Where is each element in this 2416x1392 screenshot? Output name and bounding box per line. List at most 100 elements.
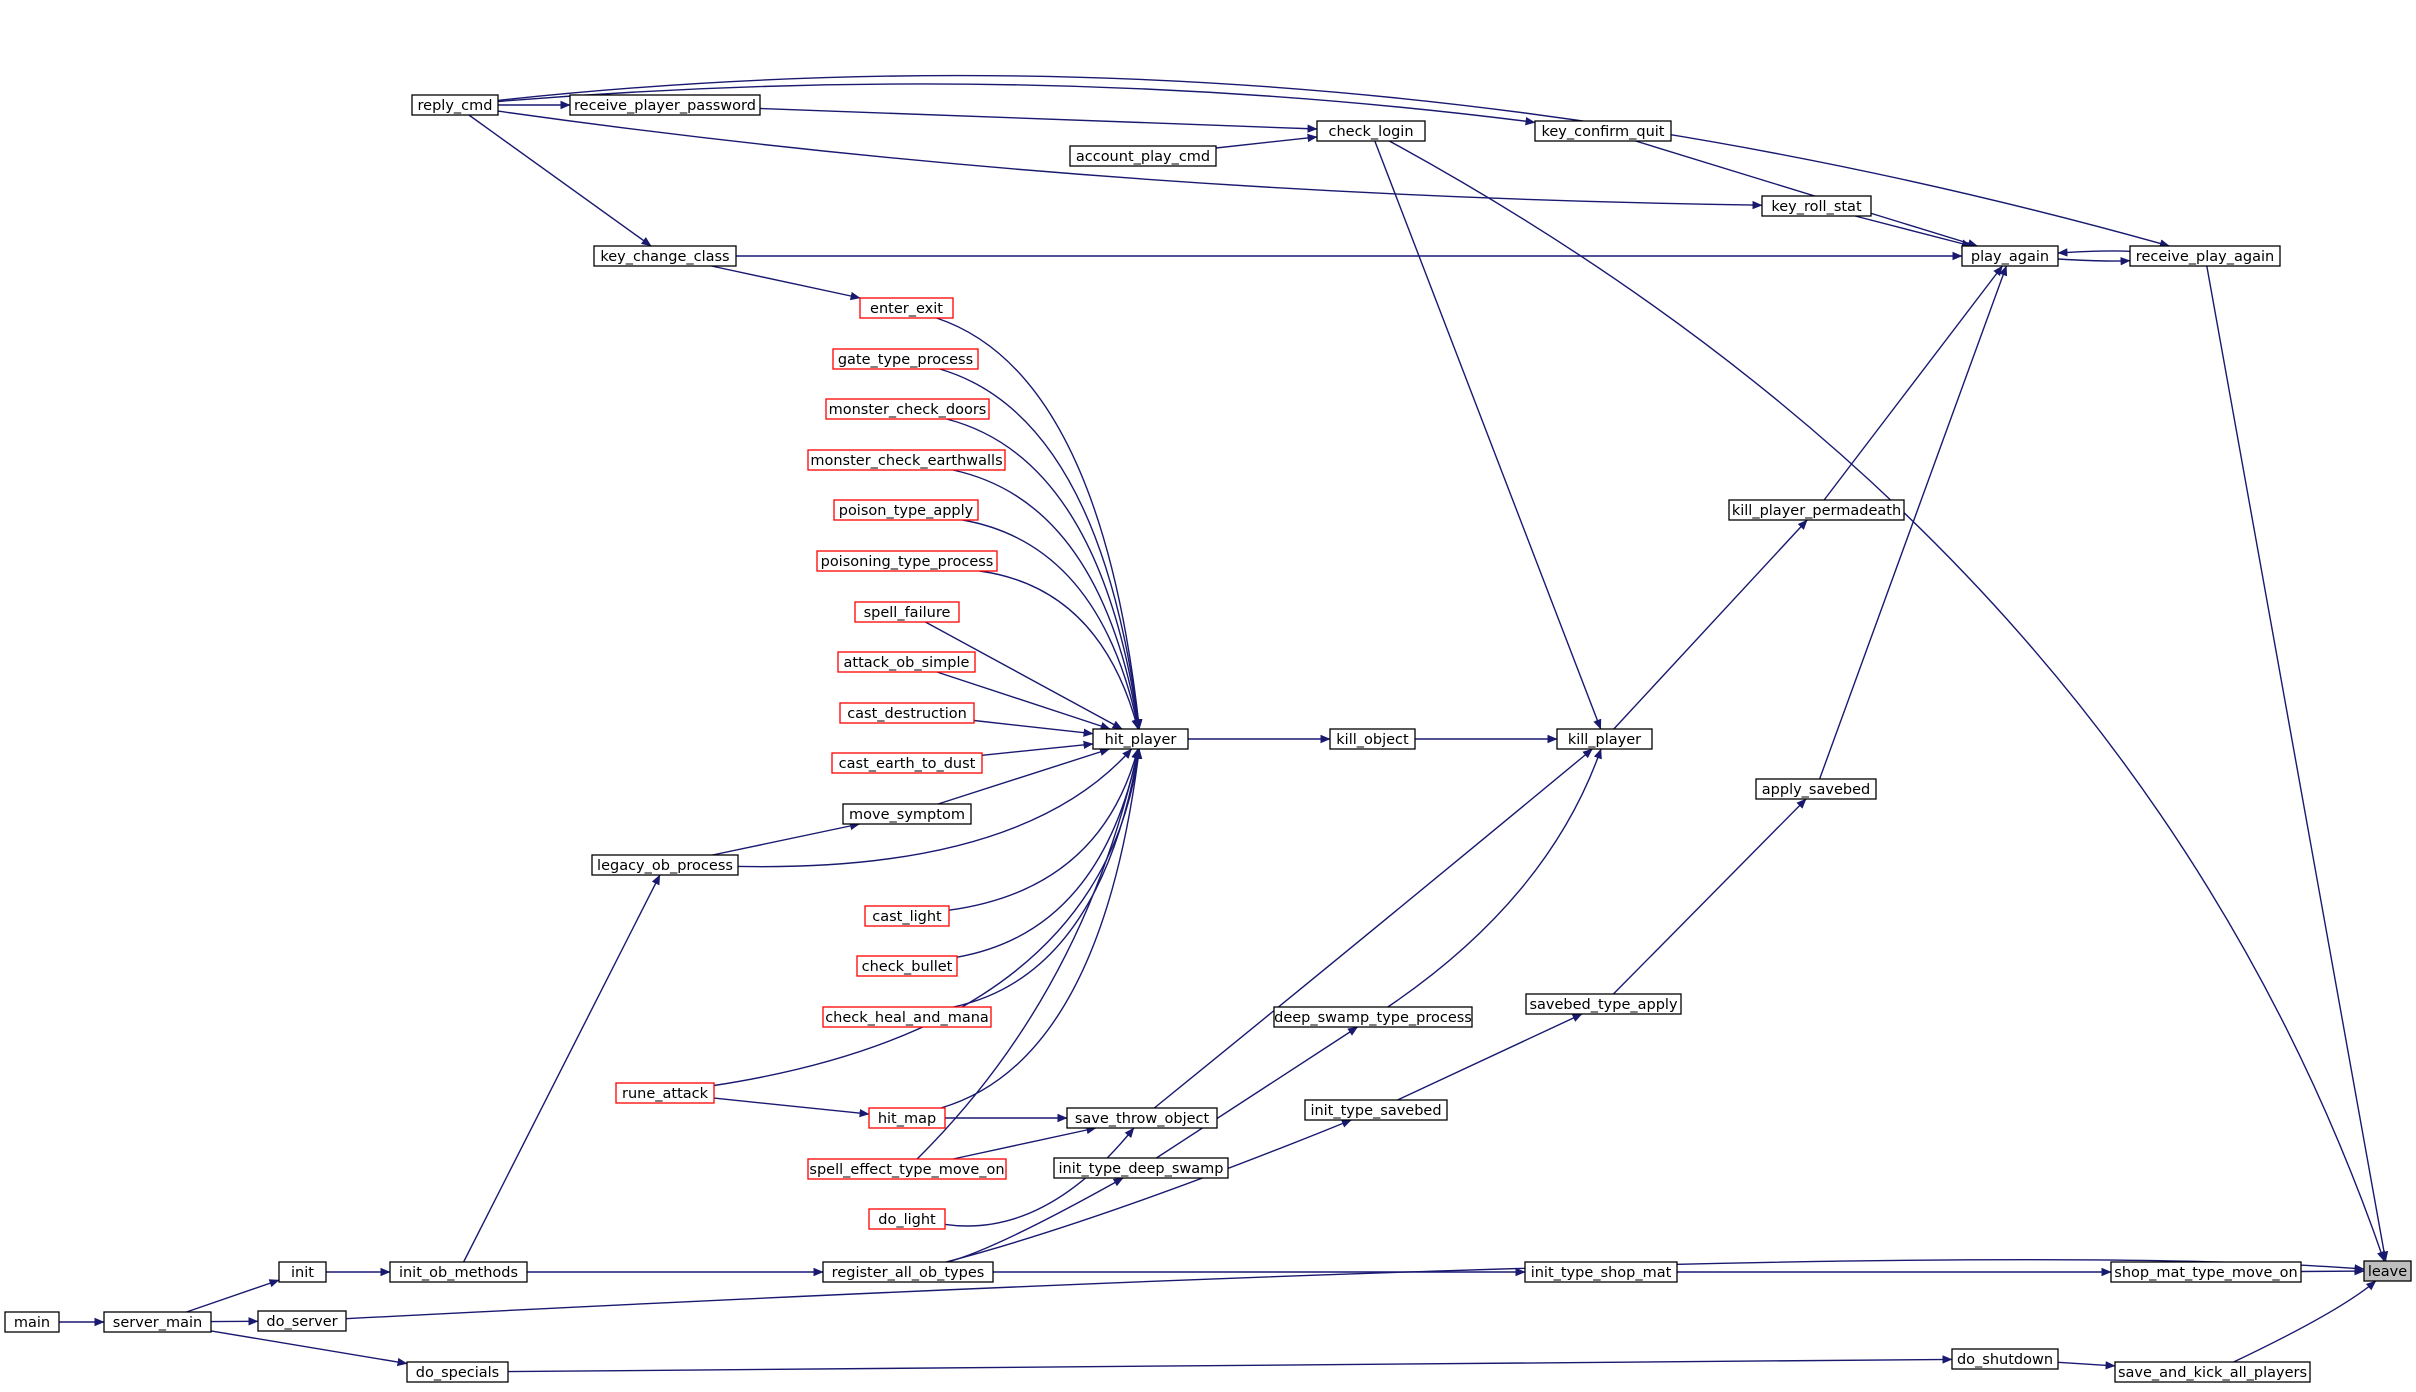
node-check_login[interactable]: check_login xyxy=(1316,120,1426,142)
node-label: kill_object xyxy=(1336,732,1409,748)
node-box xyxy=(1534,120,1672,142)
node-init[interactable]: init xyxy=(278,1261,327,1283)
node-label: attack_ob_simple xyxy=(844,655,970,671)
node-box xyxy=(278,1261,327,1283)
node-do_specials[interactable]: do_specials xyxy=(406,1361,509,1383)
node-key_confirm_quit[interactable]: key_confirm_quit xyxy=(1534,120,1672,142)
node-label: check_login xyxy=(1328,124,1413,140)
node-gate_type_process[interactable]: gate_type_process xyxy=(832,348,979,370)
node-receive_play_again[interactable]: receive_play_again xyxy=(2129,245,2281,267)
node-init_type_shop_mat[interactable]: init_type_shop_mat xyxy=(1524,1261,1678,1283)
edge-line xyxy=(962,519,1141,730)
edge-line xyxy=(759,107,1318,133)
node-deep_swamp_type_process[interactable]: deep_swamp_type_process xyxy=(1273,1006,1473,1028)
node-box xyxy=(1053,1157,1229,1179)
node-label: save_throw_object xyxy=(1075,1111,1210,1127)
node-box xyxy=(1525,993,1682,1015)
node-poisoning_type_process[interactable]: poisoning_type_process xyxy=(816,550,998,572)
node-apply_savebed[interactable]: apply_savebed xyxy=(1755,778,1877,800)
node-spell_effect_type_move_on[interactable]: spell_effect_type_move_on xyxy=(807,1158,1007,1180)
node-poison_type_apply[interactable]: poison_type_apply xyxy=(833,499,979,521)
edge-line xyxy=(979,570,1140,730)
edge-server_main-to-init xyxy=(186,1279,280,1313)
edge-line xyxy=(713,748,1143,1087)
node-box xyxy=(832,348,979,370)
node-check_bullet[interactable]: check_bullet xyxy=(856,955,958,977)
edge-do_light-to-save_throw_object xyxy=(944,1127,1135,1227)
node-register_all_ob_types[interactable]: register_all_ob_types xyxy=(822,1261,994,1283)
edge-line xyxy=(507,1355,1953,1373)
node-do_shutdown[interactable]: do_shutdown xyxy=(1951,1348,2059,1370)
node-rune_attack[interactable]: rune_attack xyxy=(615,1082,715,1104)
node-hit_player[interactable]: hit_player xyxy=(1092,728,1189,750)
node-spell_failure[interactable]: spell_failure xyxy=(854,601,960,623)
edge-cast_destruction-to-hit_player xyxy=(973,719,1094,737)
edge-key_roll_stat-to-play_again xyxy=(1855,215,1972,248)
node-label: enter_exit xyxy=(870,301,943,317)
node-monster_check_doors[interactable]: monster_check_doors xyxy=(825,398,990,420)
node-key_roll_stat[interactable]: key_roll_stat xyxy=(1761,195,1872,217)
node-label: reply_cmd xyxy=(418,98,493,114)
node-key_change_class[interactable]: key_change_class xyxy=(593,245,737,267)
node-label: save_and_kick_all_players xyxy=(2118,1365,2307,1381)
node-attack_ob_simple[interactable]: attack_ob_simple xyxy=(837,651,976,673)
node-leave[interactable]: leave xyxy=(2363,1260,2412,1282)
edge-gate_type_process-to-hit_player xyxy=(939,368,1143,730)
node-reply_cmd[interactable]: reply_cmd xyxy=(411,94,499,116)
node-receive_player_password[interactable]: receive_player_password xyxy=(569,94,761,116)
edge-deep_swamp_type_process-to-kill_player xyxy=(1387,748,1602,1008)
edge-apply_savebed-to-play_again xyxy=(1818,265,2008,780)
node-savebed_type_apply[interactable]: savebed_type_apply xyxy=(1525,993,1682,1015)
edge-init_type_savebed-to-savebed_type_apply xyxy=(1397,1013,1583,1101)
node-monster_check_earthwalls[interactable]: monster_check_earthwalls xyxy=(807,449,1006,471)
node-legacy_ob_process[interactable]: legacy_ob_process xyxy=(591,854,739,876)
node-label: register_all_ob_types xyxy=(832,1265,985,1281)
node-label: apply_savebed xyxy=(1762,782,1870,798)
node-init_ob_methods[interactable]: init_ob_methods xyxy=(389,1261,528,1283)
node-label: cast_earth_to_dust xyxy=(839,756,976,772)
node-cast_destruction[interactable]: cast_destruction xyxy=(839,702,975,724)
node-do_server[interactable]: do_server xyxy=(257,1310,347,1332)
node-do_light[interactable]: do_light xyxy=(868,1208,946,1230)
node-play_again[interactable]: play_again xyxy=(1961,245,2059,267)
node-label: spell_failure xyxy=(864,605,951,621)
node-label: check_heal_and_mana xyxy=(825,1010,989,1026)
node-save_throw_object[interactable]: save_throw_object xyxy=(1066,1107,1218,1129)
edge-line xyxy=(948,748,1140,911)
node-cast_light[interactable]: cast_light xyxy=(864,905,950,927)
node-box xyxy=(1092,728,1189,750)
node-box xyxy=(837,651,976,673)
node-box xyxy=(816,550,998,572)
node-main[interactable]: main xyxy=(4,1311,60,1333)
edge-line xyxy=(712,821,860,856)
edge-cast_light-to-hit_player xyxy=(948,748,1140,911)
node-label: kill_player xyxy=(1568,732,1641,748)
node-label: cast_destruction xyxy=(847,706,967,722)
edge-hit_map-to-hit_player xyxy=(940,748,1143,1109)
node-hit_map[interactable]: hit_map xyxy=(868,1107,946,1129)
edge-line xyxy=(2057,256,2131,266)
node-check_heal_and_mana[interactable]: check_heal_and_mana xyxy=(822,1006,992,1028)
node-move_symptom[interactable]: move_symptom xyxy=(842,803,972,825)
node-save_and_kick_all_players[interactable]: save_and_kick_all_players xyxy=(2114,1361,2311,1383)
node-label: key_confirm_quit xyxy=(1542,124,1665,140)
edge-savebed_type_apply-to-apply_savebed xyxy=(1612,798,1807,995)
edge-line xyxy=(2233,1280,2377,1363)
node-init_type_deep_swamp[interactable]: init_type_deep_swamp xyxy=(1053,1157,1229,1179)
node-box xyxy=(2363,1260,2412,1282)
node-server_main[interactable]: server_main xyxy=(103,1311,212,1333)
edge-line xyxy=(1388,140,2385,1262)
node-kill_object[interactable]: kill_object xyxy=(1329,728,1416,750)
edge-server_main-to-do_specials xyxy=(210,1330,408,1367)
node-kill_player[interactable]: kill_player xyxy=(1556,728,1653,750)
node-enter_exit[interactable]: enter_exit xyxy=(859,297,954,319)
node-label: monster_check_doors xyxy=(829,402,987,418)
node-label: key_roll_stat xyxy=(1771,199,1862,215)
node-account_play_cmd[interactable]: account_play_cmd xyxy=(1069,145,1217,167)
node-kill_player_permadeath[interactable]: kill_player_permadeath xyxy=(1728,499,1905,521)
node-cast_earth_to_dust[interactable]: cast_earth_to_dust xyxy=(831,752,983,774)
node-shop_mat_type_move_on[interactable]: shop_mat_type_move_on xyxy=(2110,1261,2302,1283)
node-label: account_play_cmd xyxy=(1076,149,1210,165)
node-init_type_savebed[interactable]: init_type_savebed xyxy=(1304,1099,1448,1121)
edge-line xyxy=(497,83,1536,126)
